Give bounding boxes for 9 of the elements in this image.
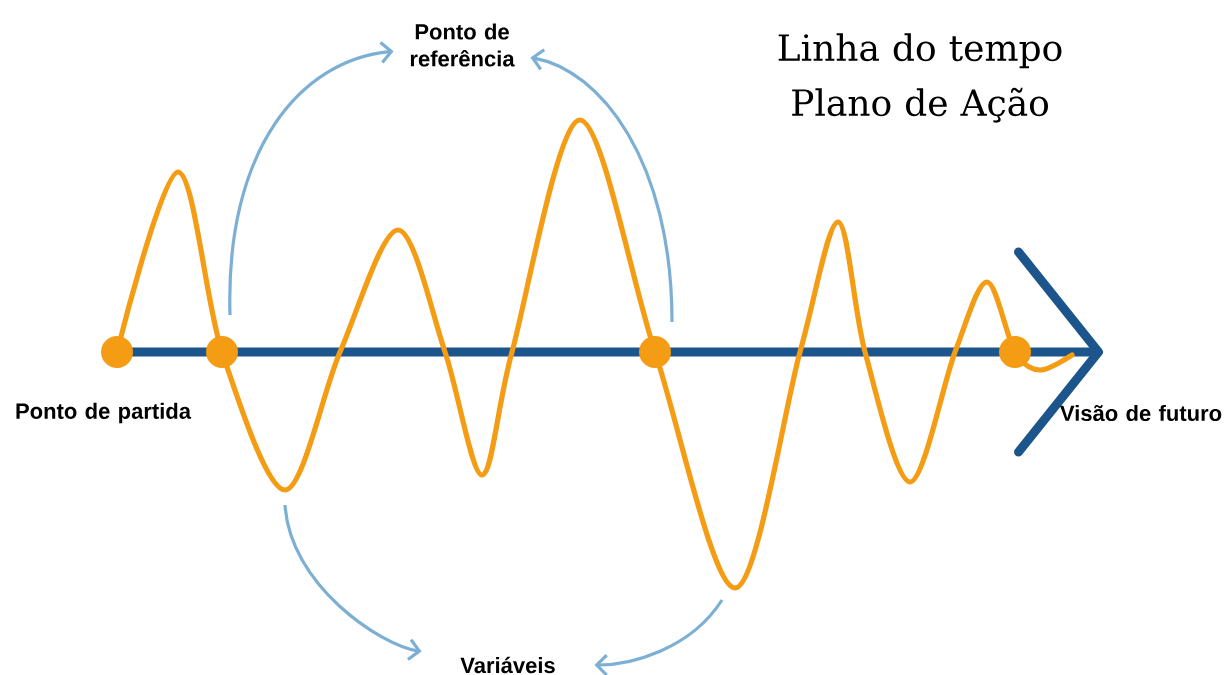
arrow (594, 599, 724, 675)
title: Linha do tempo Plano de Ação (778, 33, 1062, 123)
text-label: Visão de futuro (1060, 404, 1222, 422)
arrow (530, 48, 674, 323)
text-label: Variáveis (460, 656, 555, 674)
arrow (283, 504, 422, 661)
text-label: Ponto de partida (16, 402, 192, 424)
arrow (228, 41, 394, 315)
text-label: Ponto de referência (410, 23, 515, 67)
